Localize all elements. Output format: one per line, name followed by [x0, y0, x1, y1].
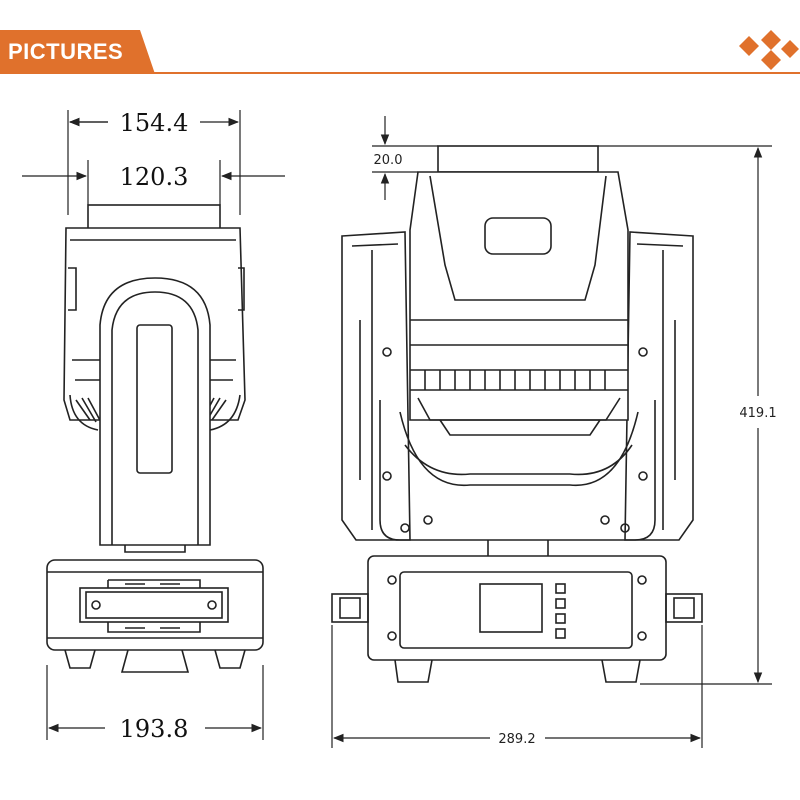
section-title: PICTURES [8, 39, 124, 64]
front-dimensions [331, 116, 772, 748]
dim-front-lens-height: 20.0 [374, 153, 403, 168]
dim-side-top-width: 154.4 [120, 109, 189, 137]
header-banner [0, 30, 155, 74]
dim-side-lens-width: 120.3 [120, 163, 189, 191]
side-view [46, 204, 264, 673]
technical-drawing: 154.4 120.3 193.8 [22, 109, 777, 748]
front-view [331, 145, 703, 683]
dim-side-base-width: 193.8 [120, 715, 189, 743]
diamond-logo-icon [739, 30, 799, 70]
section-header: PICTURES [0, 0, 800, 80]
dim-front-total-height: 419.1 [739, 406, 776, 421]
header-divider [150, 72, 800, 74]
dim-front-base-width: 289.2 [498, 732, 535, 747]
side-dimensions [22, 110, 285, 740]
